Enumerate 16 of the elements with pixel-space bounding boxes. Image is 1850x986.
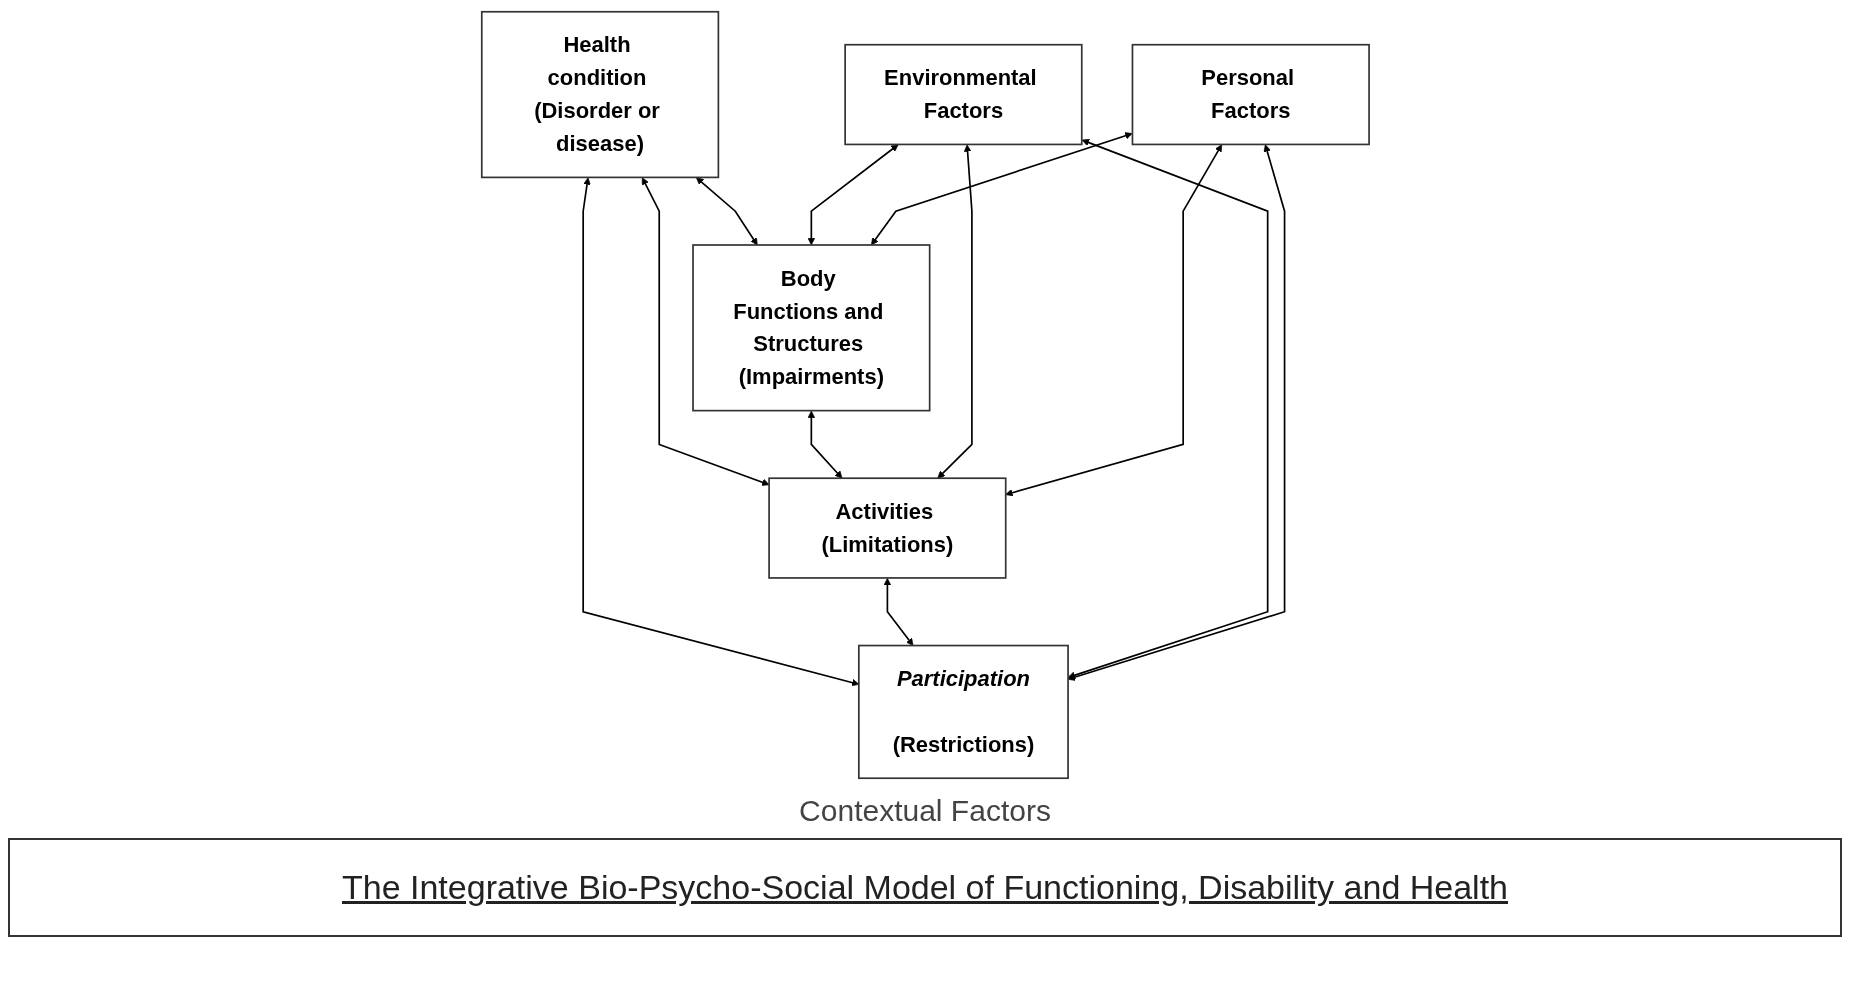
arrow	[870, 132, 1133, 246]
arrow	[581, 177, 859, 687]
arrow	[695, 177, 758, 246]
caption: The Integrative Bio-Psycho-Social Model of Functioning, Disability and Health	[342, 868, 1508, 906]
arrow	[883, 577, 913, 646]
node-box: Body Functions and Structures (Impairments)	[691, 244, 931, 412]
group-label: Contextual Factors	[799, 794, 1051, 827]
arrow	[807, 144, 899, 246]
arrow	[937, 144, 973, 479]
node-box: Personal Factors	[1131, 43, 1370, 146]
node-box: Environmental Factors	[843, 43, 1083, 146]
node-box: Participation (Restrictions)	[857, 644, 1069, 780]
node-box: Health condition (Disorder or disease)	[480, 10, 719, 179]
arrow	[641, 177, 769, 486]
arrow	[807, 410, 842, 479]
node-box: Activities (Limitations)	[767, 477, 1007, 579]
